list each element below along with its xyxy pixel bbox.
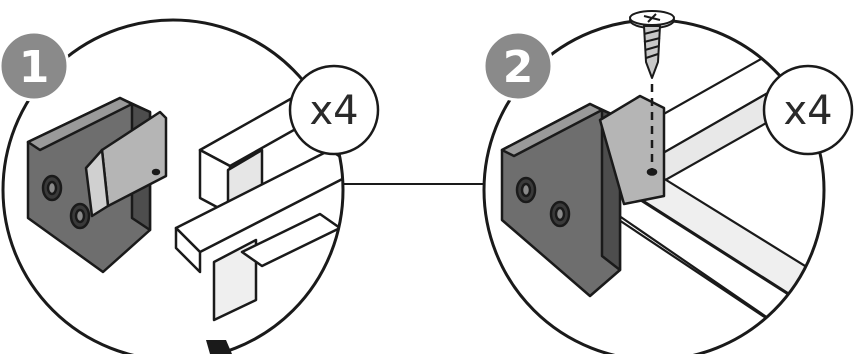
step-1-quantity: x4 <box>309 88 358 134</box>
step-2-quantity: x4 <box>783 88 832 134</box>
step-1-number: 1 <box>19 42 50 93</box>
step-1-quantity-bubble: x4 <box>288 64 380 156</box>
screw-icon <box>629 10 675 79</box>
corner-bracket <box>26 96 168 274</box>
step-2-number: 2 <box>503 42 534 93</box>
step-1-panel: 1 x4 <box>0 18 380 354</box>
step-2-badge: 2 <box>482 30 554 102</box>
step-1-circle <box>1 18 345 354</box>
corner-bracket-mounted <box>500 94 666 298</box>
step-2-quantity-bubble: x4 <box>762 64 854 156</box>
step-2-panel: 2 x4 <box>482 10 854 354</box>
bottom-shadow <box>206 340 232 354</box>
step-1-badge: 1 <box>0 30 70 102</box>
